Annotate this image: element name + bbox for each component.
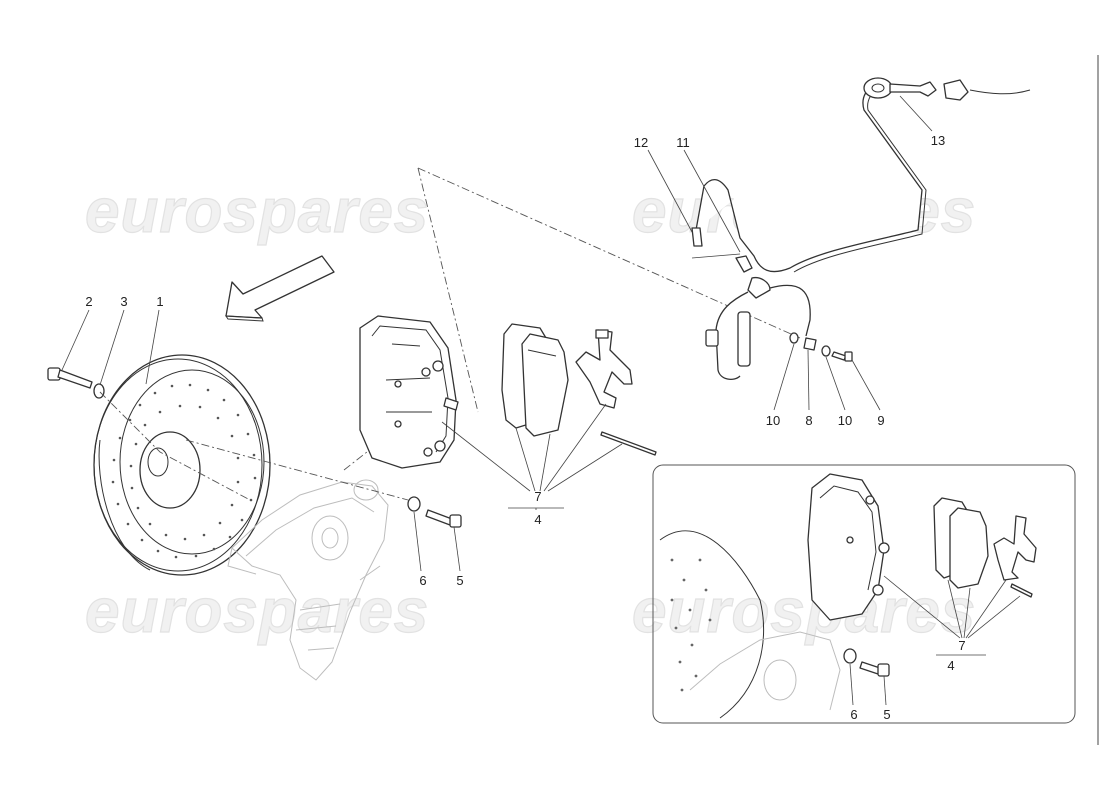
hose-washer-left	[789, 332, 799, 344]
detail-inset	[659, 473, 1037, 719]
pad-pin	[600, 431, 657, 456]
callout-5: 5	[456, 573, 463, 588]
callout-8: 8	[805, 413, 812, 428]
watermark-bottom-right: eurospares	[632, 577, 976, 646]
brake-caliper	[359, 315, 459, 469]
disc-vent-holes	[111, 383, 257, 559]
watermark-top-left: eurospares	[85, 177, 429, 246]
disc-washer	[93, 383, 105, 399]
callout-4: 4	[534, 512, 541, 527]
hub-assembly-ghost	[227, 479, 389, 681]
detail-callout-4: 4	[947, 658, 954, 673]
disc-bolt	[47, 367, 93, 389]
callout-3: 3	[120, 294, 127, 309]
detail-inset-frame	[652, 464, 1076, 724]
brake-disc	[93, 354, 271, 576]
pad-spring	[575, 329, 633, 409]
callout-13: 13	[931, 133, 945, 148]
direction-arrow-icon	[225, 255, 335, 319]
detail-callout-6: 6	[850, 707, 857, 722]
caliper-bolt	[425, 509, 462, 528]
callout-6: 6	[419, 573, 426, 588]
hose-banjo-bolt	[831, 351, 853, 362]
brake-pads	[501, 323, 569, 437]
callout-12: 12	[634, 135, 648, 150]
callout-10-right: 10	[838, 413, 852, 428]
callout-10-left: 10	[766, 413, 780, 428]
watermark-bottom-left: eurospares	[85, 577, 429, 646]
detail-callout-7: 7	[958, 638, 965, 653]
callout-11: 11	[676, 135, 690, 150]
callout-labels: 1 2 3 6 5 7 4 12 11 13 10 8 10 9 7 4 6 5	[85, 133, 965, 722]
caliper-washer	[407, 496, 421, 512]
hose-washer-right	[821, 345, 831, 357]
callout-1: 1	[156, 294, 163, 309]
callout-2: 2	[85, 294, 92, 309]
detail-callout-5: 5	[883, 707, 890, 722]
callout-7: 7	[534, 489, 541, 504]
leader-lines	[61, 95, 1021, 706]
brake-hose-assembly	[691, 77, 1031, 381]
callout-9: 9	[877, 413, 884, 428]
